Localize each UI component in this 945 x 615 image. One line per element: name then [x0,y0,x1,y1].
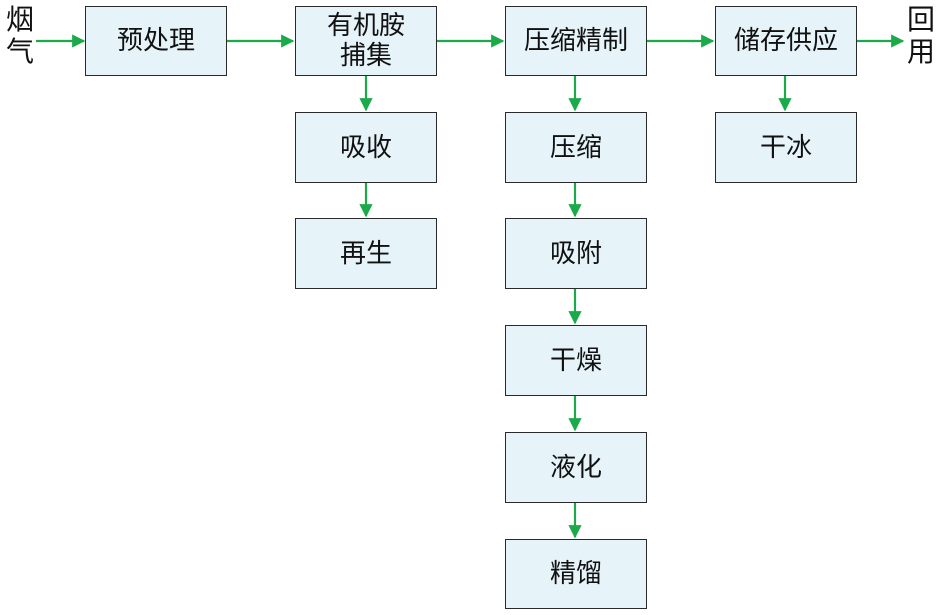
node-pretreatment-label: 预处理 [116,26,195,56]
node-compression-refining-label: 压缩精制 [523,26,628,56]
flue-gas-label: 烟 气 [6,4,34,68]
node-regeneration-label: 再生 [339,238,392,269]
flue-gas-char-2: 气 [6,35,35,68]
flue-gas-char-1: 烟 [6,3,35,36]
reuse-char-2: 用 [907,35,936,68]
node-storage-supply-label: 储存供应 [733,26,838,56]
node-dry-ice: 干冰 [715,112,857,183]
node-compression-label: 压缩 [549,132,602,163]
node-adsorption: 吸附 [505,218,647,289]
node-regeneration: 再生 [295,218,437,289]
node-rectification-label: 精馏 [549,559,602,589]
node-pretreatment: 预处理 [85,6,227,76]
node-storage-supply: 储存供应 [715,6,857,76]
node-compression: 压缩 [505,112,647,183]
node-liquefaction-label: 液化 [549,452,602,483]
node-amine-capture-line-1: 有机胺 [326,11,405,41]
reuse-char-1: 回 [907,3,936,36]
node-absorption-label: 吸收 [339,132,392,163]
node-drying-label: 干燥 [549,345,602,376]
node-absorption: 吸收 [295,112,437,183]
reuse-label: 回 用 [907,4,935,68]
node-liquefaction: 液化 [505,432,647,503]
node-drying: 干燥 [505,325,647,396]
node-dry-ice-label: 干冰 [759,132,812,163]
node-compression-refining: 压缩精制 [505,6,647,76]
node-amine-capture-line-2: 捕集 [339,41,392,71]
node-rectification: 精馏 [505,539,647,609]
node-amine-capture: 有机胺 捕集 [295,6,437,76]
node-adsorption-label: 吸附 [549,238,602,269]
